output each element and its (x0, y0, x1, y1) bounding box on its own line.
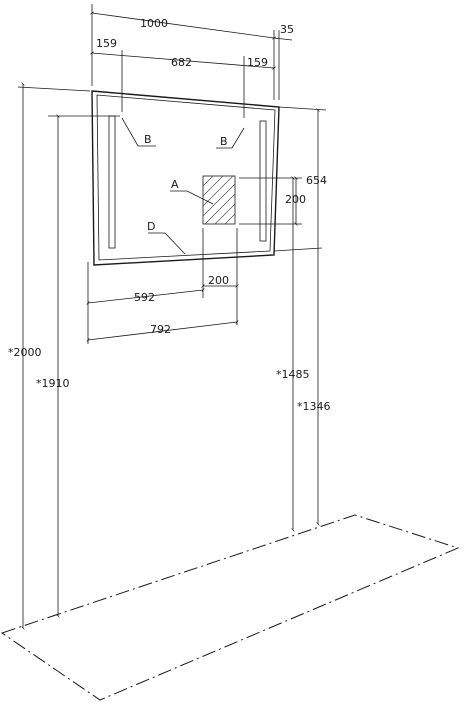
mirror-inner-frame (97, 95, 275, 260)
right-height-dimensions (239, 107, 326, 530)
dim-panel-height: 200 (285, 193, 306, 206)
dim-panel-top-height: *1485 (276, 368, 310, 381)
floor-outline (2, 515, 458, 700)
dim-edge-to-panel-far: 792 (150, 323, 171, 336)
dim-frame-depth: 35 (280, 23, 294, 36)
dim-edge-to-panel: 592 (134, 291, 155, 304)
dim-top-to-panel: 654 (306, 174, 327, 187)
dim-left-offset: 159 (96, 37, 117, 50)
dim-panel-bottom-height: *1346 (297, 400, 331, 413)
dim-overall-width: 1000 (140, 17, 168, 30)
dim-light-spacing: 682 (171, 56, 192, 69)
dim-right-offset: 159 (247, 56, 268, 69)
callout-b-left: B (144, 133, 152, 146)
panel-a (203, 176, 235, 224)
light-strip-right (260, 121, 266, 241)
dim-top-height: *1910 (36, 377, 70, 390)
light-strip-left (109, 116, 115, 248)
dim-total-height: *2000 (8, 346, 42, 359)
callout-a: A (171, 178, 179, 191)
callout-d: D (147, 220, 155, 233)
dim-panel-width: 200 (208, 274, 229, 287)
callout-b-right: B (220, 135, 228, 148)
